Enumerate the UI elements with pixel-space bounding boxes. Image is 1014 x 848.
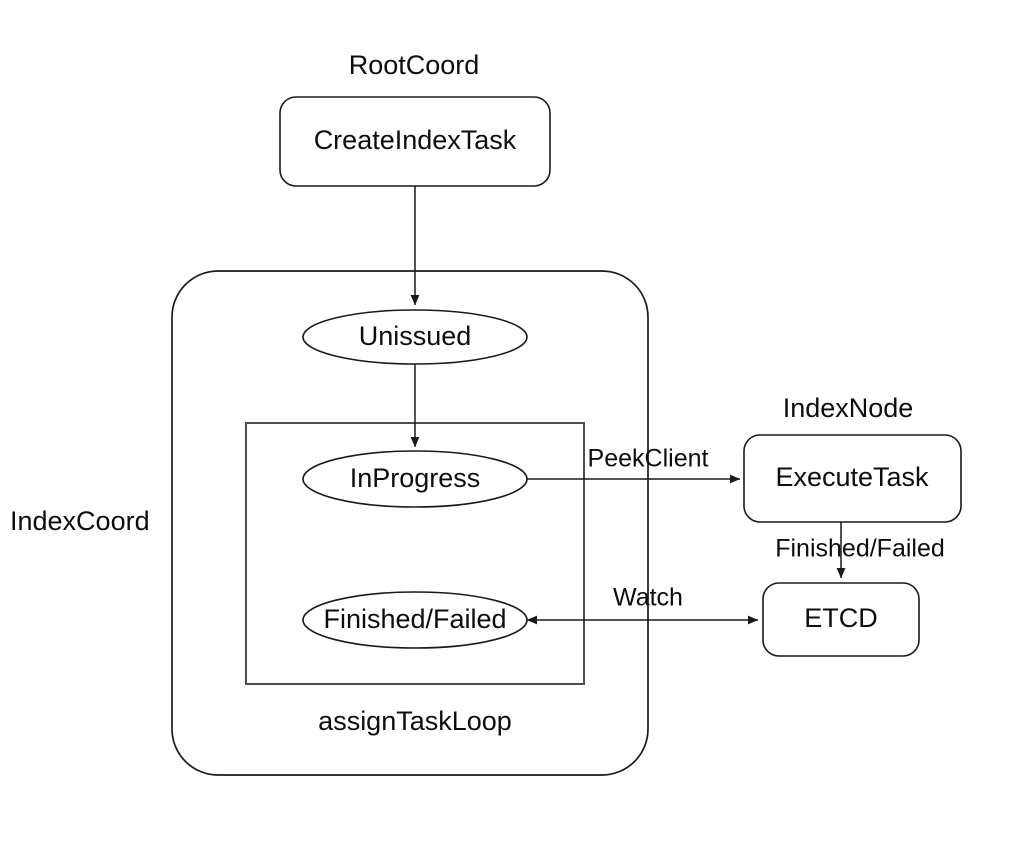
- node-etcd[interactable]: ETCD: [762, 582, 920, 657]
- node-create-index-task[interactable]: CreateIndexTask: [279, 96, 551, 187]
- in-progress-label: InProgress: [350, 463, 481, 493]
- group-label-assigntaskloop: assignTaskLoop: [318, 706, 512, 736]
- node-in-progress[interactable]: InProgress: [302, 450, 528, 508]
- execute-task-label: ExecuteTask: [775, 462, 929, 492]
- node-finished-failed[interactable]: Finished/Failed: [302, 591, 528, 649]
- group-label-indexnode: IndexNode: [783, 393, 914, 423]
- edge-label-peekclient: PeekClient: [588, 445, 709, 473]
- execute-task-box[interactable]: [743, 434, 962, 523]
- node-unissued[interactable]: Unissued: [302, 309, 528, 365]
- finished-failed-ellipse[interactable]: [302, 591, 528, 649]
- unissued-label: Unissued: [359, 321, 472, 351]
- edge-label-watch: Watch: [613, 584, 683, 612]
- etcd-label: ETCD: [804, 603, 878, 633]
- group-container-indexcoord: [171, 270, 649, 776]
- group-label-rootcoord: RootCoord: [349, 50, 480, 80]
- edge-label-finished-failed: Finished/Failed: [775, 535, 945, 563]
- etcd-box[interactable]: [762, 582, 920, 657]
- node-execute-task[interactable]: ExecuteTask: [743, 434, 962, 523]
- finished-failed-label: Finished/Failed: [323, 604, 506, 634]
- create-index-task-label: CreateIndexTask: [314, 125, 517, 155]
- group-label-indexcoord: IndexCoord: [10, 506, 150, 536]
